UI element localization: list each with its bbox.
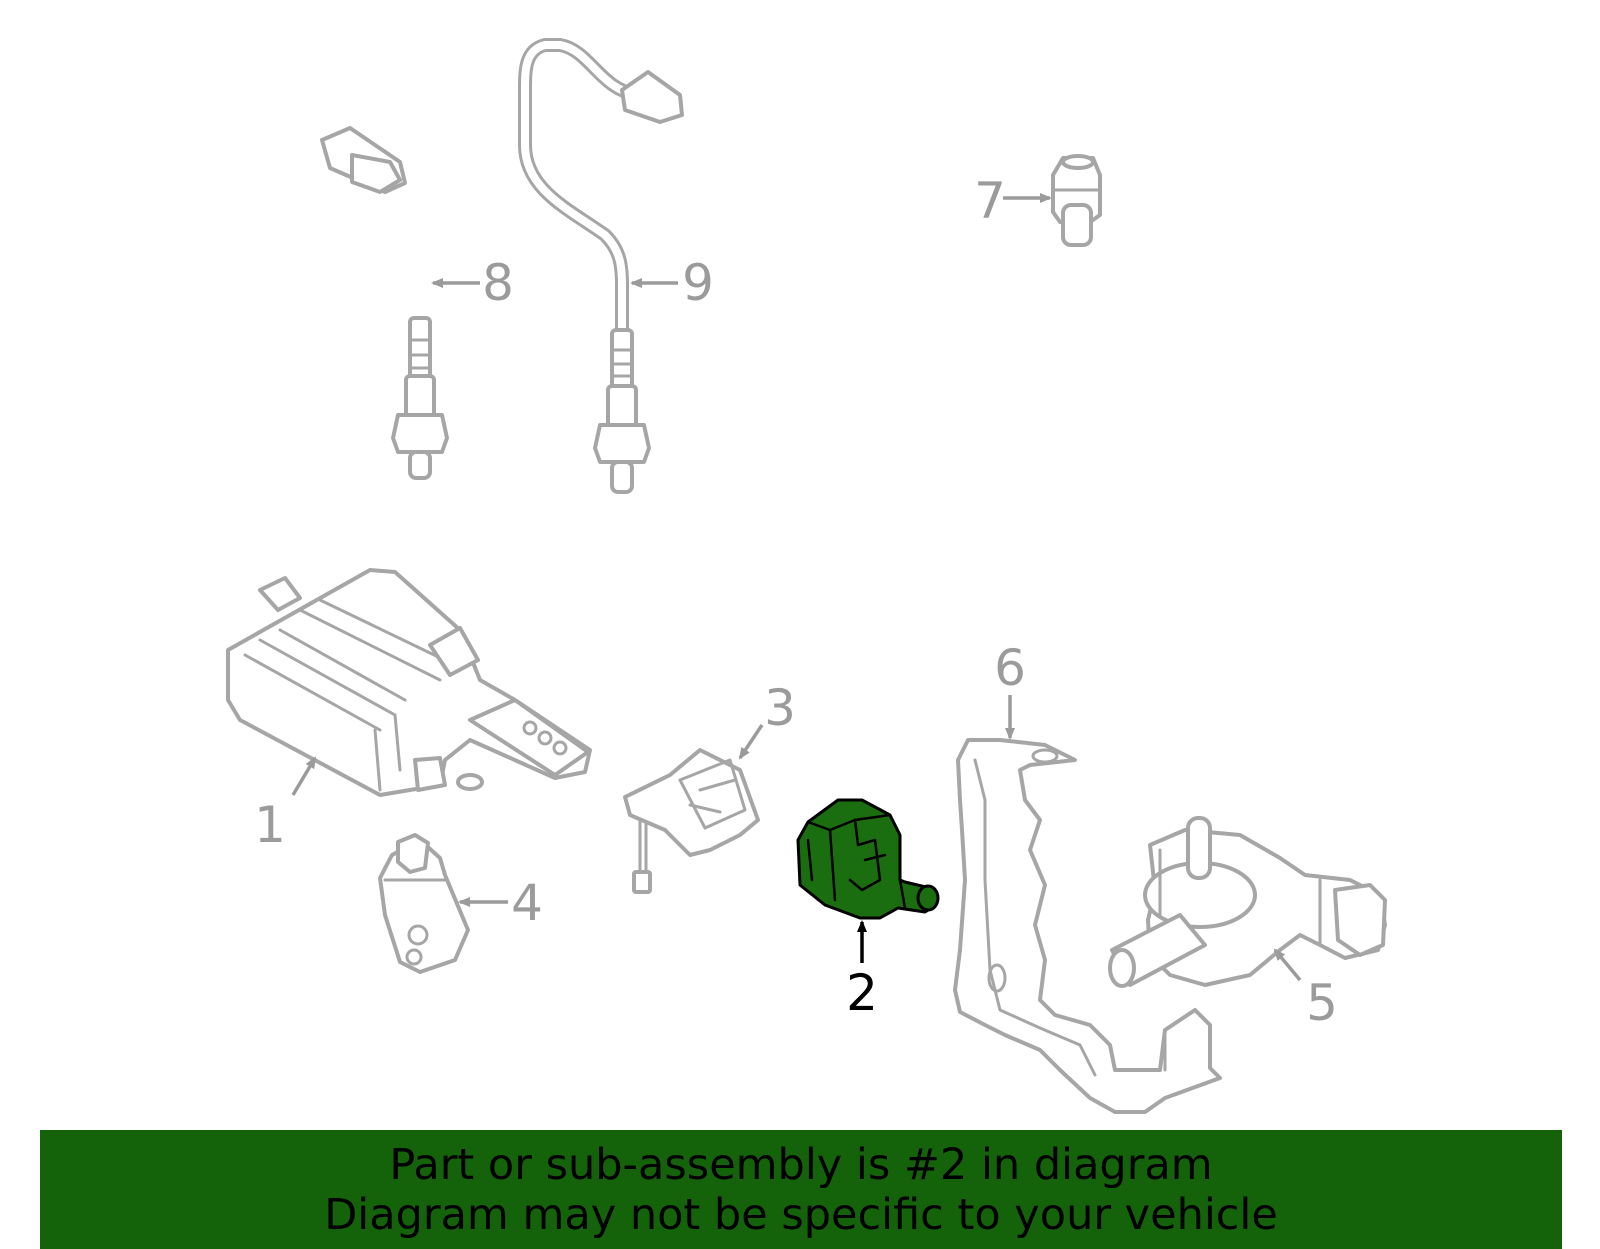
part-5-pump[interactable]: [1108, 816, 1387, 988]
banner-line-disclaimer: Diagram may not be specific to your vehi…: [324, 1190, 1278, 1240]
callout-9: 9: [682, 254, 714, 312]
callout-2: 2: [846, 964, 878, 1022]
info-banner: Part or sub-assembly is #2 in diagram Di…: [40, 1130, 1562, 1249]
part-7-sensor[interactable]: [1051, 154, 1102, 247]
callout-8: 8: [482, 254, 514, 312]
callout-7: 7: [974, 172, 1006, 230]
part-9-oxygen-sensor[interactable]: [518, 38, 684, 494]
part-4-valve[interactable]: [378, 833, 470, 974]
callout-4: 4: [511, 874, 543, 932]
callout-1: 1: [254, 796, 286, 854]
part-3-bracket[interactable]: [623, 748, 760, 894]
part-1-charcoal-canister[interactable]: [226, 568, 592, 797]
callout-3: 3: [764, 679, 796, 737]
callout-6: 6: [994, 639, 1026, 697]
part-2-purge-solenoid-highlighted[interactable]: [796, 798, 940, 920]
part-6-mounting-bracket[interactable]: [953, 738, 1222, 1114]
part-8-oxygen-sensor[interactable]: [264, 121, 449, 480]
callout-5: 5: [1306, 974, 1338, 1032]
banner-line-highlight-note: Part or sub-assembly is #2 in diagram: [389, 1140, 1213, 1190]
